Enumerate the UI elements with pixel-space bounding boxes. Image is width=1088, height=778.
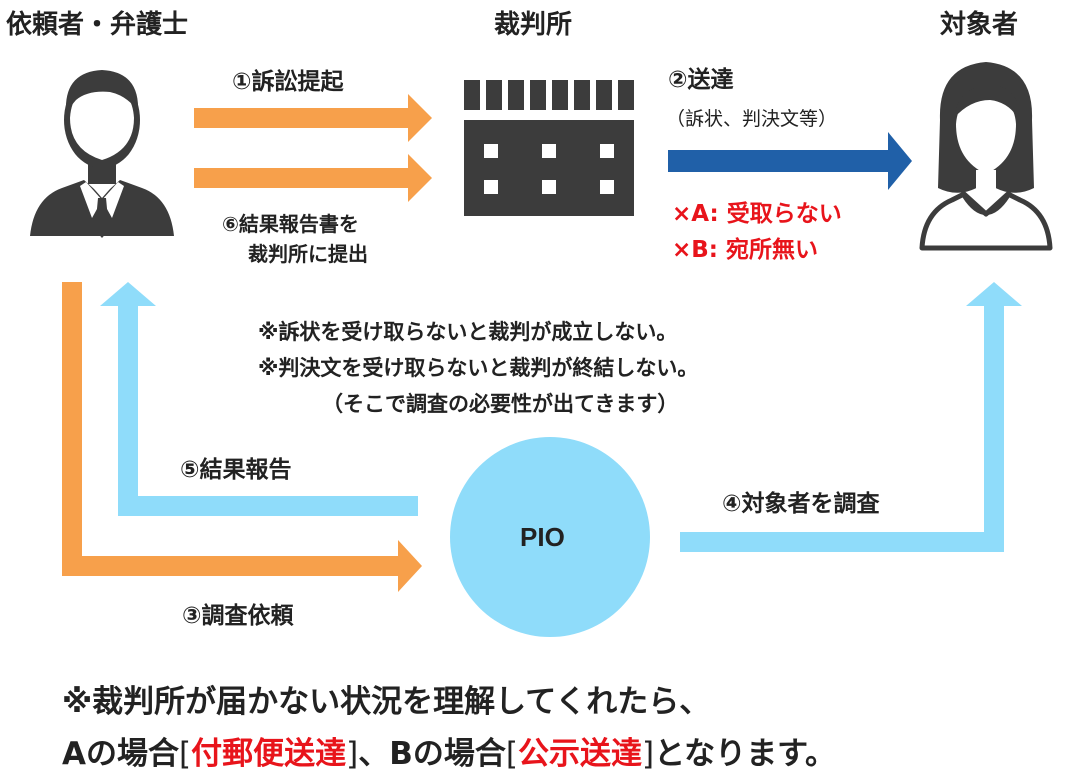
step-3-label: ③調査依頼 bbox=[182, 603, 294, 629]
footer-bracket-open-b: [ bbox=[505, 736, 518, 772]
step-5-label: ⑤結果報告 bbox=[180, 457, 292, 483]
woman-icon bbox=[919, 62, 1053, 251]
arrow-5-report-result bbox=[100, 282, 418, 516]
footer-ending: となります。 bbox=[654, 736, 837, 772]
arrow-4-investigate-target bbox=[680, 282, 1022, 552]
arrow-2-service bbox=[668, 132, 912, 190]
note-line-3: （そこで調査の必要性が出てきます） bbox=[322, 392, 679, 416]
target-label: 対象者 bbox=[940, 10, 1019, 40]
footer-case-b: 、Bの場合 bbox=[358, 736, 506, 772]
step-2-label: ②送達 bbox=[668, 67, 734, 93]
arrow-1-litigation bbox=[194, 94, 432, 142]
court-building-icon bbox=[464, 80, 634, 216]
note-line-1: ※訴状を受け取らないと裁判が成立しない。 bbox=[258, 320, 678, 344]
failure-b-label: ×B: 宛所無い bbox=[672, 237, 819, 263]
step-6-label-line1: ⑥結果報告書を bbox=[222, 212, 359, 236]
footer-line-2: Aの場合[付郵便送達]、Bの場合[公示送達]となります。 bbox=[62, 728, 836, 773]
step-2-sub-label: （訴状、判決文等） bbox=[666, 108, 838, 130]
step-1-label: ①訴訟提起 bbox=[232, 69, 344, 95]
note-line-2: ※判決文を受け取らないと裁判が終結しない。 bbox=[258, 356, 699, 380]
pio-label: PIO bbox=[520, 522, 565, 552]
court-label: 裁判所 bbox=[494, 10, 573, 40]
footer-bracket-close-b: ] bbox=[641, 736, 655, 772]
arrow-6-submit-report bbox=[194, 154, 432, 202]
client-label: 依頼者・弁護士 bbox=[6, 10, 189, 40]
failure-a-label: ×A: 受取らない bbox=[672, 201, 842, 227]
footer-case-a: Aの場合 bbox=[62, 736, 179, 772]
arrow-3-investigation-request bbox=[62, 282, 422, 592]
step-6-label-line2: 裁判所に提出 bbox=[248, 242, 368, 266]
footer-term-b: 公示送達 bbox=[517, 736, 642, 772]
step-4-label: ④対象者を調査 bbox=[722, 491, 880, 517]
footer-bracket-open-a: [ bbox=[179, 736, 192, 772]
footer-line-1: ※裁判所が届かない状況を理解してくれたら、 bbox=[62, 684, 711, 720]
footer-bracket-close-a: ] bbox=[346, 736, 359, 772]
footer-term-a: 付郵便送達 bbox=[191, 736, 347, 772]
pio-circle bbox=[450, 437, 650, 637]
businessman-icon bbox=[30, 70, 174, 238]
